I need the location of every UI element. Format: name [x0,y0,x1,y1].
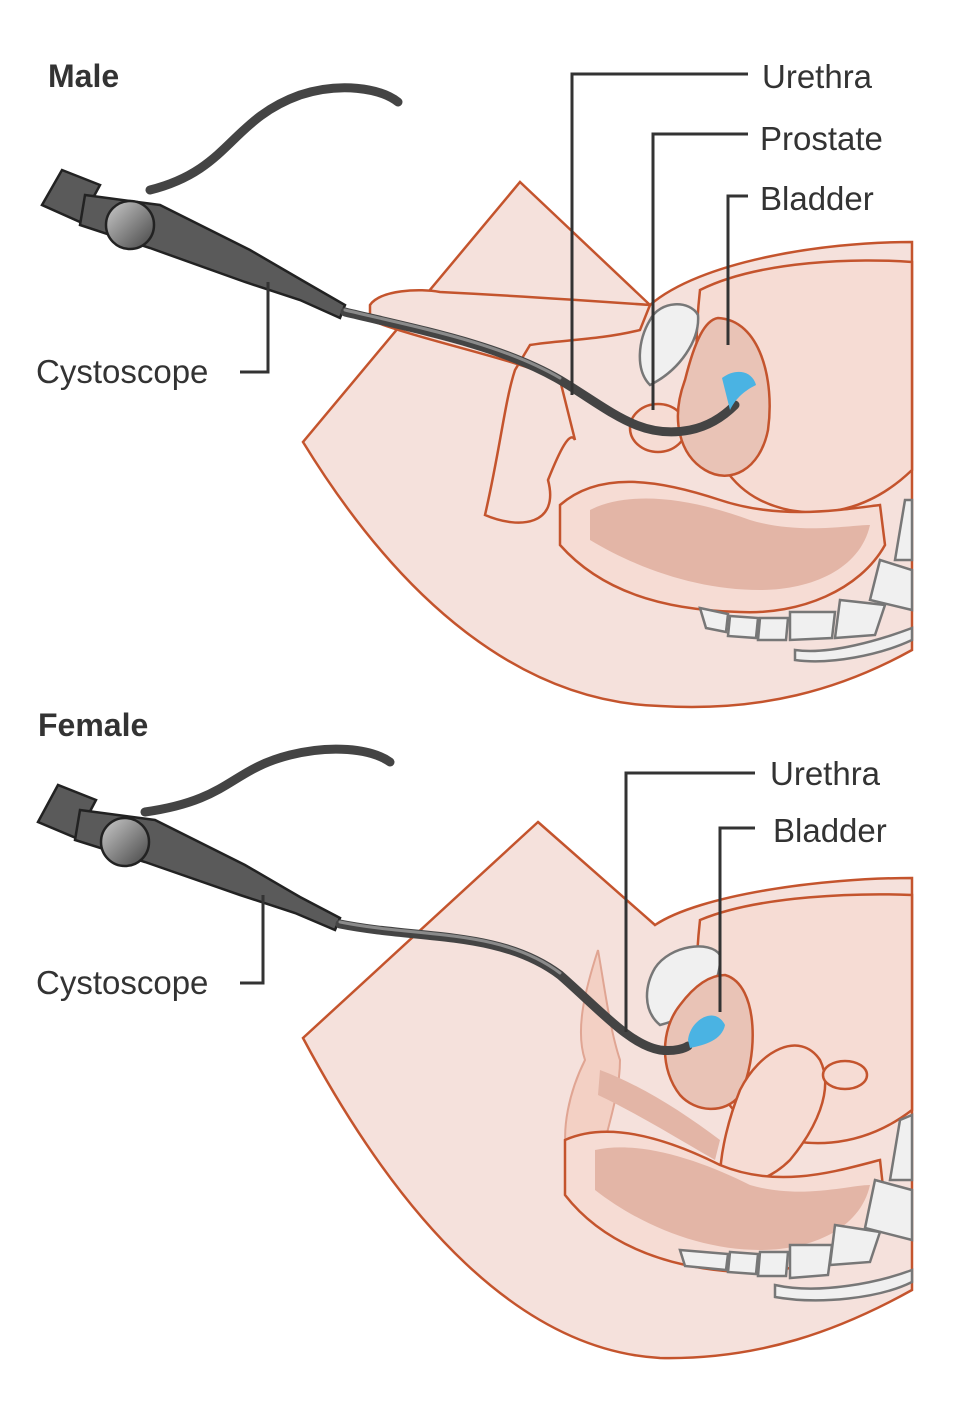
female-bladder-leader [718,826,755,1012]
female-cystoscope-leader [240,895,265,985]
female-cystoscope [36,744,725,1055]
female-spine [678,1113,914,1302]
male-label-urethra: Urethra [762,58,873,95]
female-vagina [598,1070,720,1160]
female-title: Female [38,707,148,743]
male-spine [698,498,914,663]
female-ovary [821,1059,869,1091]
male-cystoscope-light-icon [722,371,756,410]
male-cystoscope-cable [145,83,403,195]
male-label-cystoscope: Cystoscope [36,353,208,390]
female-cystoscope-lens-icon [99,816,151,868]
female-panel: Female [36,707,914,1360]
male-urethra-leader [570,72,748,395]
female-cystoscope-light-icon [688,1015,725,1048]
male-cystoscope [40,83,756,437]
female-label-bladder: Bladder [773,812,887,849]
male-bladder [676,316,771,477]
female-uterus [718,1044,827,1186]
female-label-urethra: Urethra [770,755,881,792]
male-rectum-lumen [590,498,870,590]
male-bladder-leader [726,194,748,345]
male-title: Male [48,58,119,94]
male-cystoscope-shaft [340,307,740,437]
male-prostate-leader [651,132,748,410]
female-cystoscope-shaft [335,919,693,1055]
male-label-bladder: Bladder [760,180,874,217]
male-label-prostate: Prostate [760,120,883,157]
female-urethra-leader [624,771,755,1032]
female-rectum-lumen [595,1147,870,1250]
male-cystoscope-leader [240,282,270,374]
female-label-cystoscope: Cystoscope [36,964,208,1001]
male-cystoscope-lens-icon [104,199,156,251]
male-panel: Male [36,58,914,709]
female-cystoscope-cable [140,744,395,817]
